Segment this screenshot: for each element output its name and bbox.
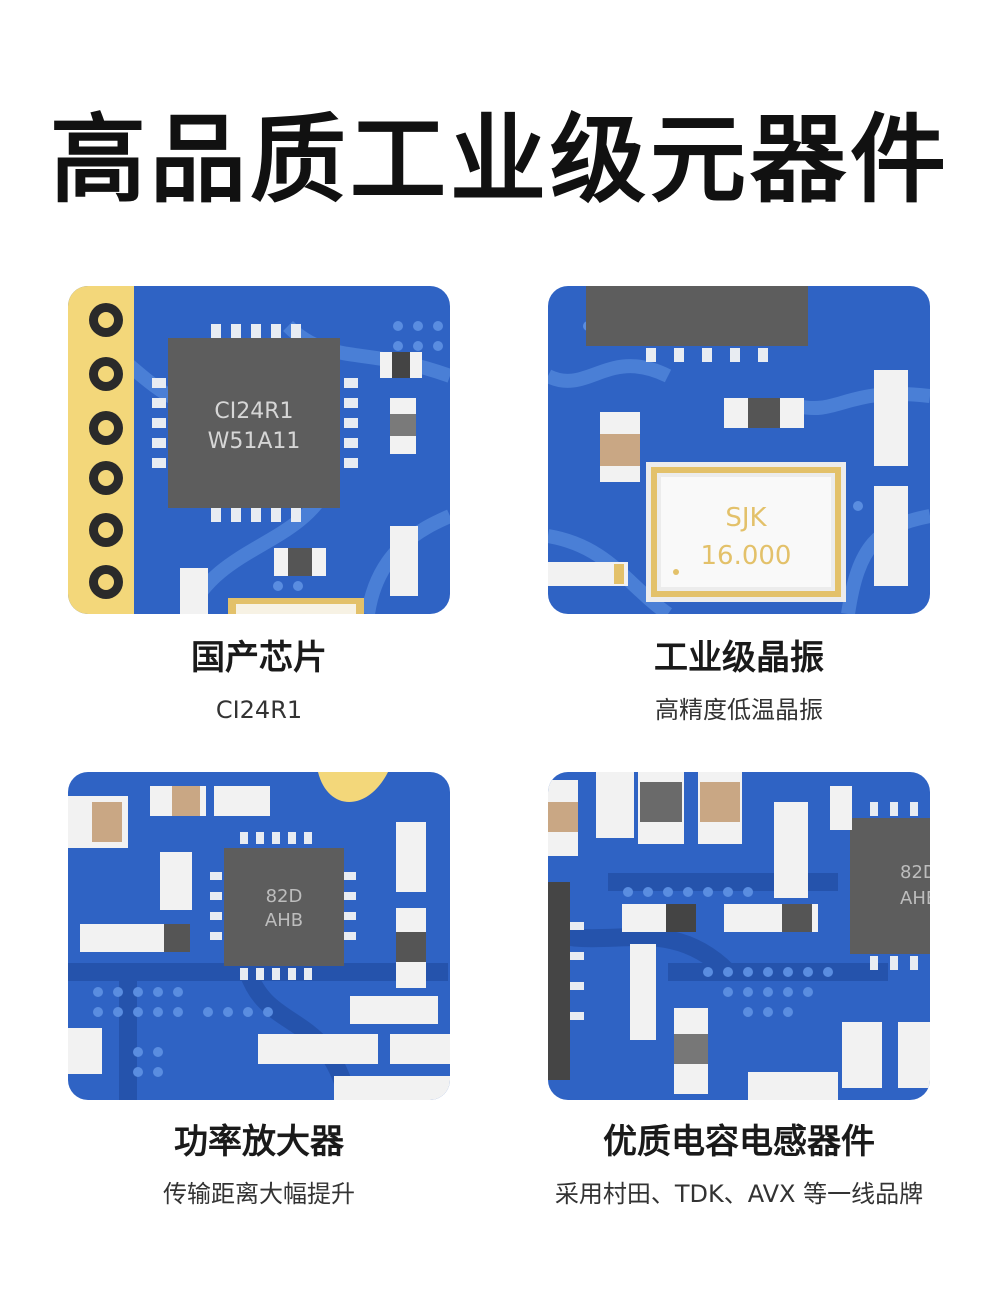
ic-label-line2: AHB: [900, 888, 930, 909]
crystal-photo-card: SJK 16.000: [548, 286, 930, 614]
chip-photo: CI24R1 W51A11: [68, 286, 450, 614]
amplifier-photo-card: 82D AHB: [68, 772, 450, 1100]
card-subtitle: 传输距离大幅提升: [163, 1180, 355, 1208]
card-subtitle: 采用村田、TDK、AVX 等一线品牌: [554, 1180, 924, 1208]
crystal-photo: SJK 16.000: [548, 286, 930, 614]
card-subtitle: 高精度低温晶振: [655, 696, 823, 724]
card-title: 国产芯片: [191, 638, 327, 678]
chip-label-line2: W51A11: [208, 429, 301, 454]
capacitor-photo: 82D AHB: [548, 772, 930, 1100]
chip-photo-card: CI24R1 W51A11: [68, 286, 450, 614]
crystal-label-line2: 16.000: [701, 541, 792, 571]
capacitor-photo-card: 82D AHB: [548, 772, 930, 1100]
ic-label-line1: 82D: [900, 862, 930, 883]
amp-label-line2: AHB: [265, 910, 303, 931]
card-subtitle: CI24R1: [215, 696, 303, 724]
amp-label-line1: 82D: [266, 886, 303, 907]
amplifier-photo: 82D AHB: [68, 772, 450, 1100]
card-title: 功率放大器: [174, 1122, 344, 1162]
page-title: 高品质工业级元器件: [50, 104, 950, 216]
card-title: 优质电容电感器件: [603, 1122, 875, 1162]
chip-label-line1: CI24R1: [214, 399, 293, 424]
crystal-label-line1: SJK: [725, 503, 767, 533]
card-title: 工业级晶振: [654, 638, 824, 678]
